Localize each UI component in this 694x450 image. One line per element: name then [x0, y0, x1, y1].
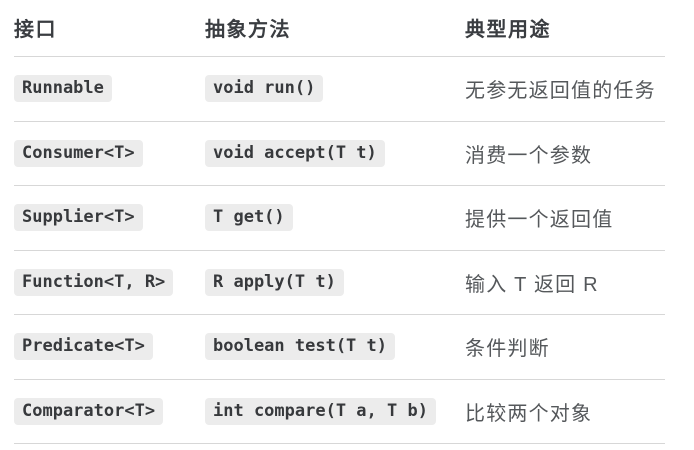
method-code-pill: void run()	[205, 75, 324, 103]
column-header-typical-usage: 典型用途	[465, 19, 551, 41]
method-code-pill: int compare(T a, T b)	[205, 397, 436, 425]
method-code-pill: R apply(T t)	[205, 268, 344, 296]
table-row: Runnable void run() 无参无返回值的任务	[14, 57, 665, 122]
interface-code-pill: Comparator<T>	[14, 397, 164, 425]
usage-text: 提供一个返回值	[465, 209, 614, 232]
usage-text: 条件判断	[465, 338, 550, 361]
interface-code-pill: Supplier<T>	[14, 204, 143, 232]
usage-text: 无参无返回值的任务	[465, 80, 656, 103]
column-header-abstract-method: 抽象方法	[205, 19, 291, 41]
interface-code-pill: Consumer<T>	[14, 139, 143, 167]
method-code-pill: boolean test(T t)	[205, 333, 395, 361]
interface-code-pill: Runnable	[14, 75, 112, 103]
table-row: Predicate<T> boolean test(T t) 条件判断	[14, 315, 665, 380]
table-row: Supplier<T> T get() 提供一个返回值	[14, 186, 665, 251]
table-row: Consumer<T> void accept(T t) 消费一个参数	[14, 122, 665, 186]
table-header-row: 接口 抽象方法 典型用途	[14, 0, 665, 57]
table-row: Function<T, R> R apply(T t) 输入 T 返回 R	[14, 251, 665, 315]
functional-interfaces-table: 接口 抽象方法 典型用途 Runnable void run() 无参无返回值的…	[14, 0, 665, 444]
interface-code-pill: Function<T, R>	[14, 268, 174, 296]
interface-code-pill: Predicate<T>	[14, 333, 153, 361]
column-header-interface: 接口	[14, 19, 57, 41]
method-code-pill: T get()	[205, 204, 293, 232]
method-code-pill: void accept(T t)	[205, 139, 385, 167]
table-row: Comparator<T> int compare(T a, T b) 比较两个…	[14, 380, 665, 444]
usage-text: 输入 T 返回 R	[465, 273, 599, 296]
usage-text: 消费一个参数	[465, 144, 593, 167]
usage-text: 比较两个对象	[465, 402, 593, 425]
